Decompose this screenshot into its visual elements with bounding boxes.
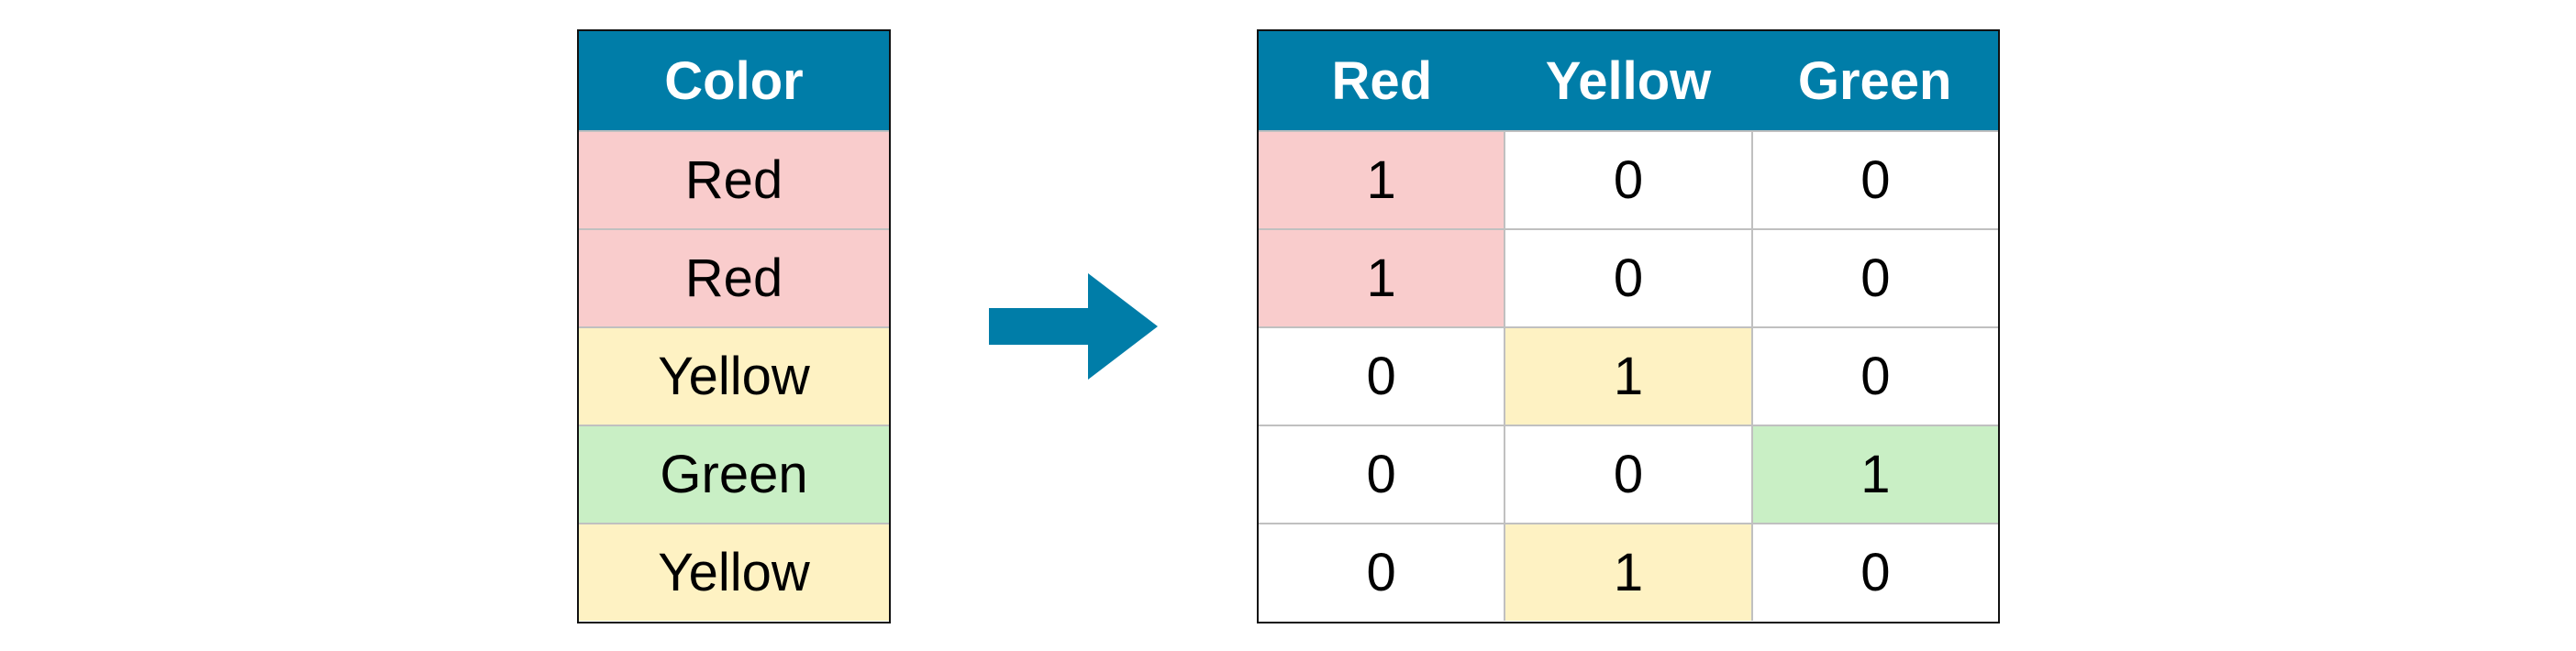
categorical-color-table: Color Red Red Yellow Green Yellow [577, 29, 891, 623]
onehot-cell: 0 [1504, 230, 1751, 326]
table-header: Color [579, 31, 889, 130]
header-cell-color: Color [664, 50, 804, 111]
onehot-cell: 1 [1750, 426, 1998, 523]
onehot-cell: 0 [1750, 230, 1998, 326]
color-cell: Red [579, 132, 889, 228]
table-row: Yellow [579, 326, 889, 425]
onehot-cell: 0 [1259, 426, 1505, 523]
color-cell: Red [579, 230, 889, 326]
onehot-cell: 0 [1259, 328, 1505, 425]
header-cell-red: Red [1331, 50, 1433, 111]
onehot-cell: 0 [1259, 524, 1505, 621]
arrow-shape [989, 273, 1158, 380]
onehot-cell: 0 [1750, 132, 1998, 228]
onehot-cell: 1 [1504, 328, 1751, 425]
table-row: 1 0 0 [1259, 228, 1998, 326]
color-cell: Yellow [579, 328, 889, 425]
right-arrow-icon [989, 273, 1158, 380]
table-row: Red [579, 228, 889, 326]
onehot-cell: 0 [1504, 426, 1751, 523]
table-row: 0 1 0 [1259, 523, 1998, 621]
color-cell: Yellow [579, 524, 889, 621]
table-row: 0 0 1 [1259, 425, 1998, 523]
header-cell-yellow: Yellow [1545, 50, 1712, 111]
table-row: Yellow [579, 523, 889, 621]
table-row: 0 1 0 [1259, 326, 1998, 425]
one-hot-encoded-table: Red Yellow Green 1 0 0 1 0 0 0 1 0 0 0 1… [1257, 29, 2000, 623]
table-header: Red Yellow Green [1259, 31, 1998, 130]
table-row: Red [579, 130, 889, 228]
color-cell: Green [579, 426, 889, 523]
table-row: 1 0 0 [1259, 130, 1998, 228]
onehot-cell: 1 [1504, 524, 1751, 621]
onehot-cell: 0 [1504, 132, 1751, 228]
onehot-cell: 1 [1259, 230, 1505, 326]
onehot-cell: 1 [1259, 132, 1505, 228]
table-row: Green [579, 425, 889, 523]
onehot-cell: 0 [1750, 328, 1998, 425]
onehot-cell: 0 [1750, 524, 1998, 621]
header-cell-green: Green [1797, 50, 1952, 111]
